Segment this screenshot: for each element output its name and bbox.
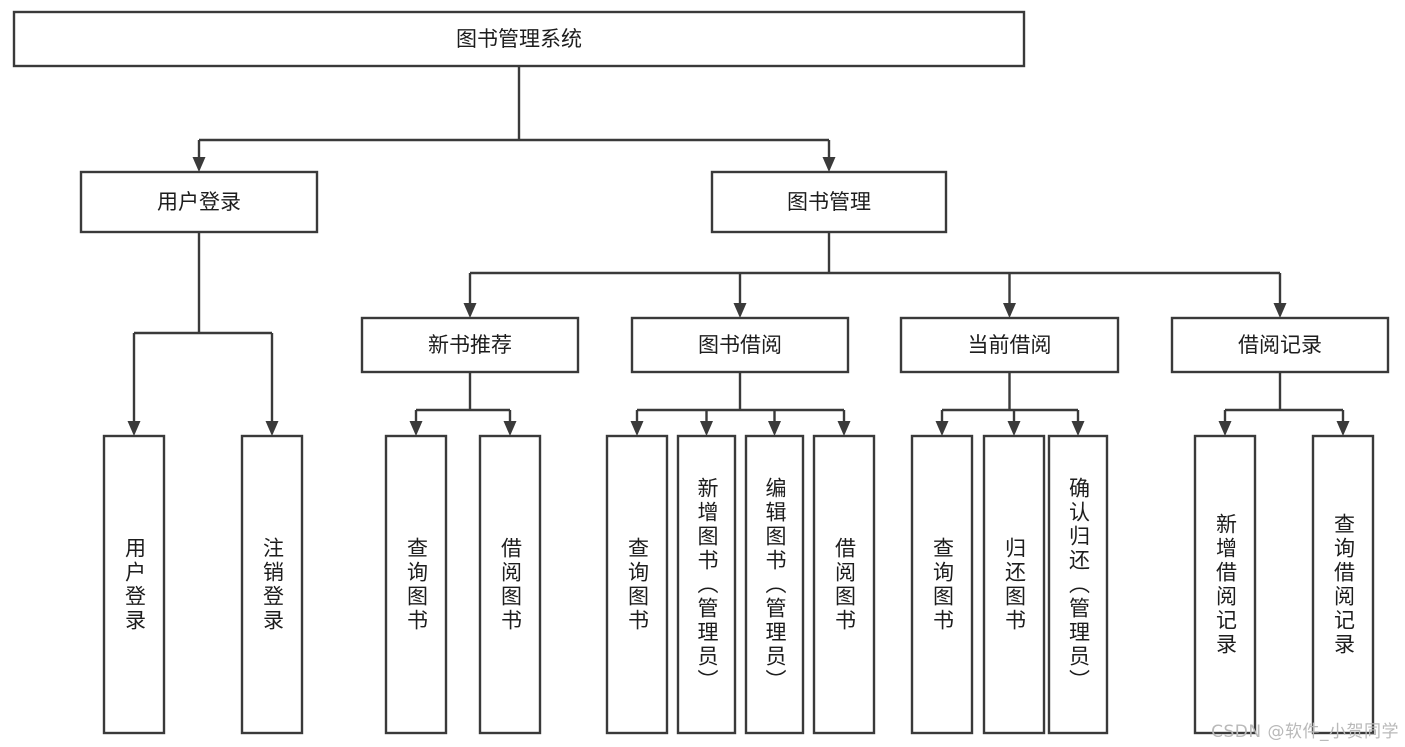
level1-node-用户登录-label: 用户登录: [157, 190, 241, 214]
level2-node-当前借阅-rect[interactable]: [899, 316, 1120, 374]
level1-node-图书管理-rect[interactable]: [710, 170, 948, 234]
leaf-node-确认归还管理员-10-rect[interactable]: [1047, 434, 1109, 735]
root-to-level1-arrow-icon-0: [192, 157, 206, 172]
level2-node-借阅记录-label: 借阅记录: [1238, 333, 1322, 357]
root-to-level1-arrow-icon-1: [822, 157, 836, 172]
level2-node-图书借阅[interactable]: 图书借阅: [630, 316, 850, 374]
level2-node-借阅记录-rect[interactable]: [1170, 316, 1390, 374]
level1-node-用户登录-rect[interactable]: [79, 170, 319, 234]
leaf-node-新增借阅记录-11-rect[interactable]: [1193, 434, 1257, 735]
leaf-node-借阅图书-3-rect[interactable]: [478, 434, 542, 735]
level2-1-to-leaves-arrow-icon-3: [837, 421, 851, 436]
level1-node-图书管理[interactable]: 图书管理: [710, 170, 948, 234]
bookmgmt-to-level2-arrow-icon-2: [1003, 303, 1016, 318]
level2-0-to-leaves-arrow-icon-0: [409, 421, 423, 436]
root-node-图书管理系统[interactable]: 图书管理系统: [12, 10, 1026, 68]
level2-2-to-leaves-arrow-icon-2: [1071, 421, 1085, 436]
level2-1-to-leaves-arrow-icon-2: [768, 421, 781, 436]
level1-node-用户登录[interactable]: 用户登录: [79, 170, 319, 234]
level2-node-新书推荐[interactable]: 新书推荐: [360, 316, 580, 374]
leaf-node-编辑图书管理员-6-rect[interactable]: [744, 434, 805, 735]
level2-1-to-leaves-arrow-icon-0: [630, 421, 644, 436]
root-node-图书管理系统-rect[interactable]: [12, 10, 1026, 68]
level2-2-to-leaves-arrow-icon-0: [935, 421, 949, 436]
level2-node-图书借阅-label: 图书借阅: [698, 333, 782, 357]
level1-node-图书管理-label: 图书管理: [787, 190, 871, 214]
level2-node-新书推荐-rect[interactable]: [360, 316, 580, 374]
leaf-node-归还图书-9-rect[interactable]: [982, 434, 1046, 735]
csdn-watermark: CSDN @软件_小贺同学: [1211, 722, 1399, 742]
level2-3-to-leaves-arrow-icon-0: [1218, 421, 1232, 436]
level2-1-to-leaves-arrow-icon-1: [700, 421, 713, 436]
connector-lines: [127, 66, 1350, 436]
leaf-node-注销登录-1-rect[interactable]: [240, 434, 304, 735]
level2-node-新书推荐-label: 新书推荐: [428, 333, 512, 357]
leaf-node-查询图书-4-rect[interactable]: [605, 434, 669, 735]
bookmgmt-to-level2-arrow-icon-0: [463, 303, 477, 318]
level2-node-图书借阅-rect[interactable]: [630, 316, 850, 374]
level2-2-to-leaves-arrow-icon-1: [1007, 421, 1021, 436]
bookmgmt-to-level2-arrow-icon-1: [733, 303, 747, 318]
level2-0-to-leaves-arrow-icon-1: [503, 421, 517, 436]
leaf-node-查询图书-2-rect[interactable]: [384, 434, 448, 735]
leaf-node-查询图书-8-rect[interactable]: [910, 434, 974, 735]
leaf-node-用户登录-0-rect[interactable]: [102, 434, 166, 735]
userlogin-to-leaves-arrow-icon-0: [127, 421, 141, 436]
userlogin-to-leaves-arrow-icon-1: [265, 421, 279, 436]
level2-node-当前借阅-label: 当前借阅: [968, 333, 1052, 357]
level2-node-借阅记录[interactable]: 借阅记录: [1170, 316, 1390, 374]
leaf-node-借阅图书-7-rect[interactable]: [812, 434, 876, 735]
leaf-node-新增图书管理员-5-rect[interactable]: [676, 434, 737, 735]
level2-node-当前借阅[interactable]: 当前借阅: [899, 316, 1120, 374]
level2-3-to-leaves-arrow-icon-1: [1336, 421, 1350, 436]
root-node-图书管理系统-label: 图书管理系统: [456, 27, 582, 51]
bookmgmt-to-level2-arrow-icon-3: [1273, 303, 1287, 318]
leaf-node-查询借阅记录-12-rect[interactable]: [1311, 434, 1375, 735]
